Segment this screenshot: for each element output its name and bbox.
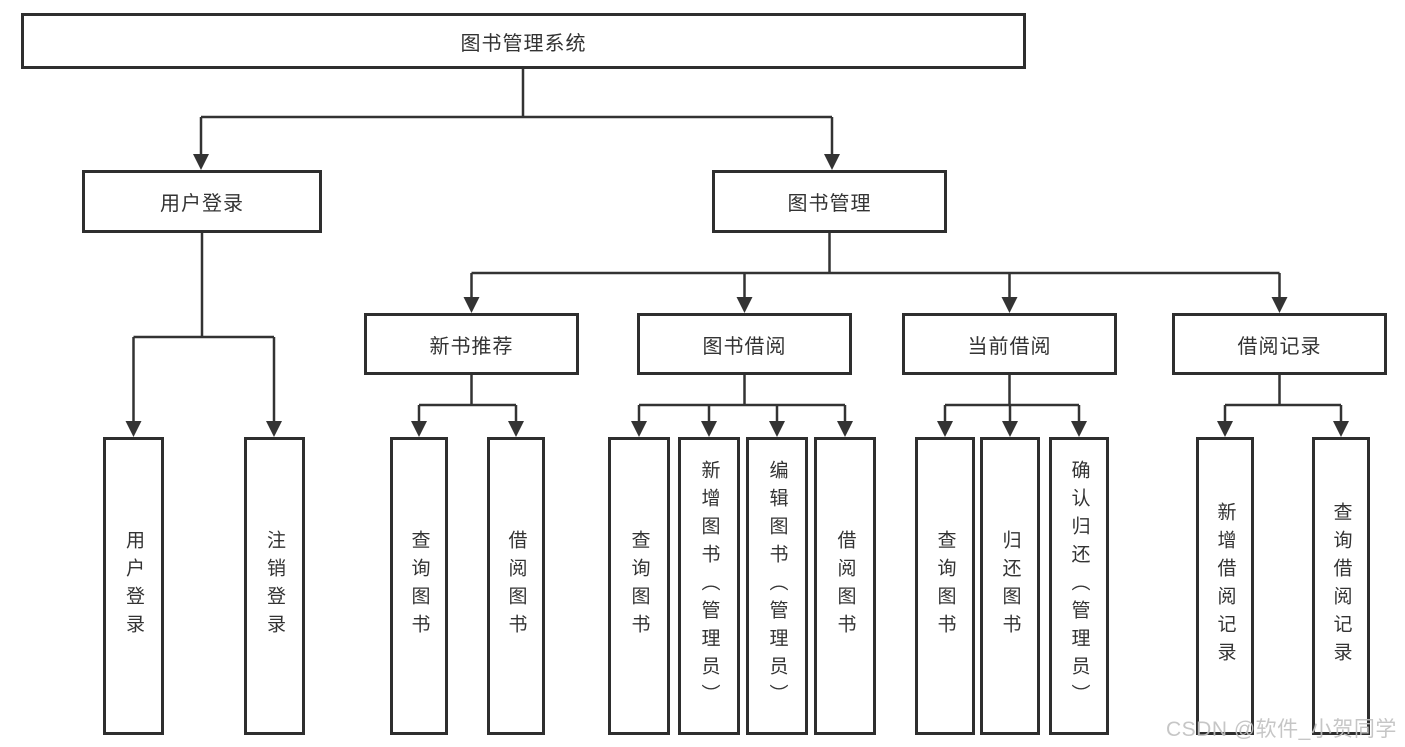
node-current-borrow: 当前借阅 [902, 313, 1117, 375]
node-new-book-recommend-label: 新书推荐 [429, 335, 514, 358]
leaf-logout-label: 注销登录 [264, 530, 285, 642]
node-root: 图书管理系统 [21, 13, 1026, 69]
leaf-confirm-return-admin-label: 确认归还（管理员） [1068, 460, 1090, 712]
leaf-return-books-label: 归还图书 [999, 530, 1021, 642]
leaf-query-books-current: 查询图书 [915, 437, 975, 735]
csdn-watermark: CSDN @软件_小贺同学 [1166, 718, 1397, 741]
leaf-edit-books-admin: 编辑图书（管理员） [746, 437, 808, 735]
leaf-borrow-books: 借阅图书 [814, 437, 876, 735]
leaf-add-borrow-record-label: 新增借阅记录 [1214, 502, 1236, 670]
node-book-borrow-label: 图书借阅 [702, 335, 787, 358]
leaf-add-books-admin-label: 新增图书（管理员） [698, 460, 720, 712]
leaf-borrow-books-label: 借阅图书 [834, 530, 856, 642]
node-borrow-records-label: 借阅记录 [1237, 335, 1322, 358]
leaf-query-books-borrow-label: 查询图书 [628, 530, 650, 642]
leaf-logout: 注销登录 [244, 437, 305, 735]
node-book-borrow: 图书借阅 [637, 313, 852, 375]
leaf-borrow-books-recommend-label: 借阅图书 [505, 530, 527, 642]
leaf-query-books-recommend-label: 查询图书 [408, 530, 430, 642]
leaf-query-books-borrow: 查询图书 [608, 437, 670, 735]
node-book-management: 图书管理 [712, 170, 947, 233]
leaf-user-login-label: 用户登录 [123, 530, 144, 642]
node-borrow-records: 借阅记录 [1172, 313, 1387, 375]
leaf-query-books-current-label: 查询图书 [934, 530, 956, 642]
leaf-borrow-books-recommend: 借阅图书 [487, 437, 545, 735]
leaf-query-books-recommend: 查询图书 [390, 437, 448, 735]
node-current-borrow-label: 当前借阅 [967, 335, 1052, 358]
leaf-user-login: 用户登录 [103, 437, 164, 735]
leaf-add-borrow-record: 新增借阅记录 [1196, 437, 1254, 735]
leaf-edit-books-admin-label: 编辑图书（管理员） [766, 460, 788, 712]
leaf-query-borrow-record: 查询借阅记录 [1312, 437, 1370, 735]
node-user-login-label: 用户登录 [160, 193, 244, 215]
leaf-return-books: 归还图书 [980, 437, 1040, 735]
node-book-management-label: 图书管理 [787, 193, 872, 215]
node-root-label: 图书管理系统 [460, 32, 587, 55]
node-user-login: 用户登录 [82, 170, 322, 233]
node-new-book-recommend: 新书推荐 [364, 313, 579, 375]
leaf-confirm-return-admin: 确认归还（管理员） [1049, 437, 1109, 735]
leaf-query-borrow-record-label: 查询借阅记录 [1330, 502, 1352, 670]
leaf-add-books-admin: 新增图书（管理员） [678, 437, 740, 735]
